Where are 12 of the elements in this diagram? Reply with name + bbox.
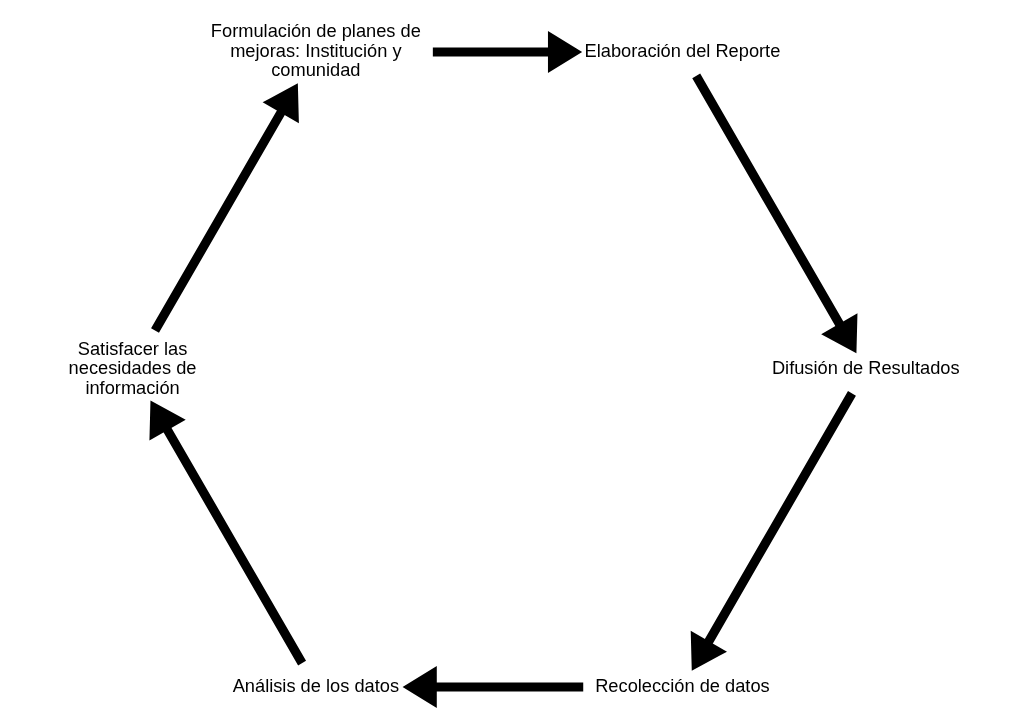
node-text: Satisfacer las necesidades de información	[68, 337, 197, 398]
arrow	[690, 391, 856, 671]
arrow	[149, 400, 306, 666]
arrow	[432, 31, 583, 73]
node-text: Análisis de los datos	[232, 674, 400, 696]
node-text: Formulación de planes de mejoras: Institución y comunidad	[210, 20, 421, 81]
arrow	[402, 666, 584, 708]
arrow	[151, 83, 299, 333]
node-text: Recolección de datos	[595, 674, 770, 696]
node-text: Elaboración del Reporte	[584, 39, 781, 61]
arrow	[692, 73, 858, 354]
node-text: Difusión de Resultados	[771, 357, 960, 379]
